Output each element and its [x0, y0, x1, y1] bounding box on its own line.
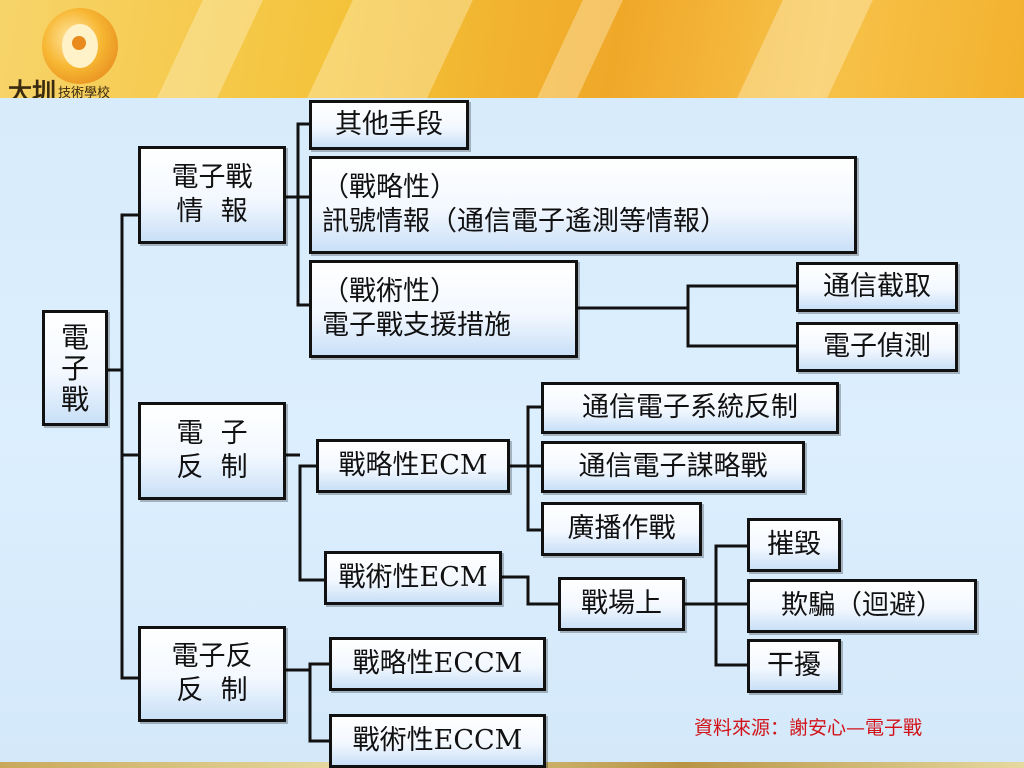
node-comm-deception: 通信電子謀略戰	[541, 441, 805, 493]
node-comm-intercept: 通信截取	[796, 262, 958, 312]
node-eccm: 電子反 反 制	[138, 626, 286, 722]
connector	[686, 284, 796, 348]
node-electronic-detection: 電子偵測	[796, 322, 958, 372]
node-ecm: 電 子 反 制	[138, 402, 286, 500]
node-tactical-eccm: 戰術性ECCM	[329, 714, 546, 768]
connector	[502, 575, 558, 606]
connector	[296, 122, 309, 307]
node-jamming: 干擾	[747, 639, 841, 693]
node-comm-system-counter: 通信電子系統反制	[541, 382, 839, 434]
connector	[120, 213, 138, 680]
node-battlefield: 戰場上	[558, 577, 685, 631]
node-broadcast-ops: 廣播作戰	[541, 502, 702, 556]
node-strategic-eccm: 戰略性ECCM	[329, 637, 546, 691]
node-deceive-evade: 欺騙（迴避）	[747, 579, 977, 633]
node-tactical-ecm: 戰術性ECM	[324, 551, 502, 605]
logo-icon	[42, 8, 118, 84]
node-electronic-warfare: 電 子 戰	[42, 310, 108, 426]
node-strategic-ecm: 戰略性ECM	[316, 439, 510, 493]
connector	[308, 662, 329, 743]
node-destroy: 摧毀	[747, 518, 841, 572]
connector	[526, 405, 541, 532]
node-esm-strategic-sigint: （戰略性） 訊號情報（通信電子遙測等情報）	[309, 156, 857, 254]
node-esm-other-means: 其他手段	[309, 100, 469, 150]
logo-subtext: 技術學校	[58, 86, 111, 101]
node-esm-tactical-support: （戰術性） 電子戰支援措施	[309, 260, 578, 358]
source-citation: 資料來源：謝安心—電子戰	[694, 717, 923, 739]
connector	[298, 464, 324, 582]
node-esm: 電子戰 情 報	[138, 146, 286, 244]
